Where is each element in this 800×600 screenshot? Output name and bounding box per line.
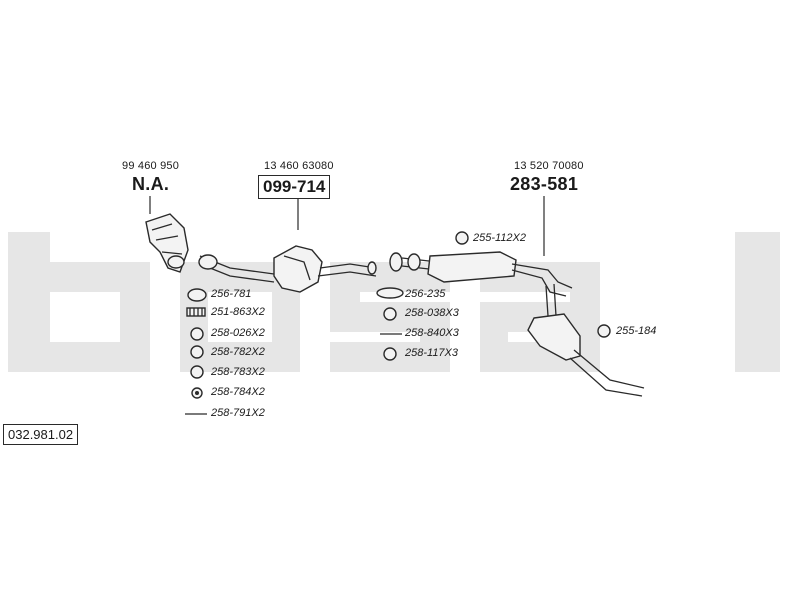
accessory-label: 255-112X2 bbox=[473, 232, 527, 244]
leader-lines bbox=[149, 196, 545, 256]
part-number-rear-silencer[interactable]: 283-581 bbox=[510, 174, 579, 194]
accessory-icons-middle bbox=[376, 231, 611, 361]
accessory-label: 258-840X3 bbox=[405, 327, 459, 339]
catalytic-converter-pipe bbox=[198, 245, 377, 293]
accessory-label: 255-184 bbox=[616, 325, 657, 337]
accessory-label: 258-782X2 bbox=[211, 346, 265, 358]
accessory-label: 258-026X2 bbox=[211, 327, 265, 339]
accessory-label: 256-235 bbox=[405, 288, 446, 300]
oe-number-rear-silencer: 13 520 70080 bbox=[514, 160, 584, 172]
accessory-icons-left bbox=[185, 288, 207, 415]
catalog-reference: 032.981.02 bbox=[3, 424, 79, 445]
accessory-label: 258-117X3 bbox=[405, 347, 459, 359]
part-number-manifold: N.A. bbox=[132, 174, 170, 194]
accessory-label: 258-791X2 bbox=[211, 407, 265, 419]
rear-silencer-assembly bbox=[389, 251, 645, 397]
accessory-label: 256-781 bbox=[211, 288, 252, 300]
accessory-label: 258-038X3 bbox=[405, 307, 459, 319]
accessory-label: 258-784X2 bbox=[211, 386, 265, 398]
accessory-label: 258-783X2 bbox=[211, 366, 265, 378]
oe-number-catalytic: 13 460 63080 bbox=[264, 160, 334, 172]
accessory-label: 251-863X2 bbox=[211, 306, 265, 318]
part-number-catalytic[interactable]: 099-714 bbox=[258, 175, 331, 199]
exhaust-manifold bbox=[145, 213, 189, 273]
oe-number-manifold: 99 460 950 bbox=[122, 160, 180, 172]
